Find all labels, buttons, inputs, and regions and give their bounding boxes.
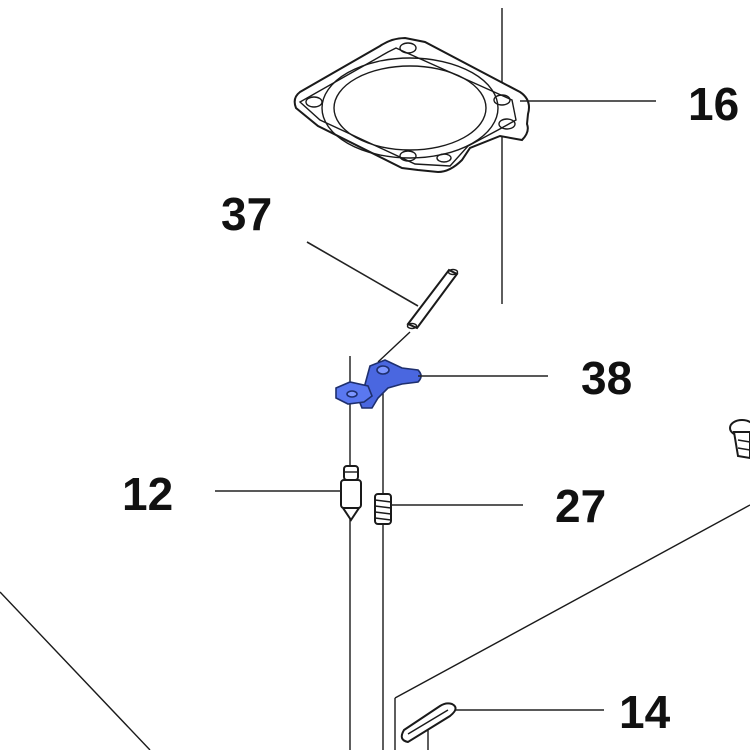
lever-part-38 [335,359,422,409]
spring-part-27 [374,493,392,525]
callout-labels: 16 37 38 12 27 14 [122,78,739,738]
callout-16: 16 [688,78,739,130]
clip-part-14 [400,702,457,744]
callout-14: 14 [619,686,671,738]
callout-38: 38 [581,352,632,404]
screw-partial [729,419,750,460]
pin-part-37 [377,268,459,363]
callout-37: 37 [221,188,272,240]
lever-arm [357,359,422,409]
assembly-axis-lines [349,8,503,750]
callout-27: 27 [555,480,606,532]
callout-12: 12 [122,468,173,520]
leader-37 [306,241,419,307]
needle-valve-part-12 [340,465,362,522]
carburetor-body-outline [0,504,750,750]
leader-lines [215,100,656,711]
gasket-part-16 [293,36,530,174]
